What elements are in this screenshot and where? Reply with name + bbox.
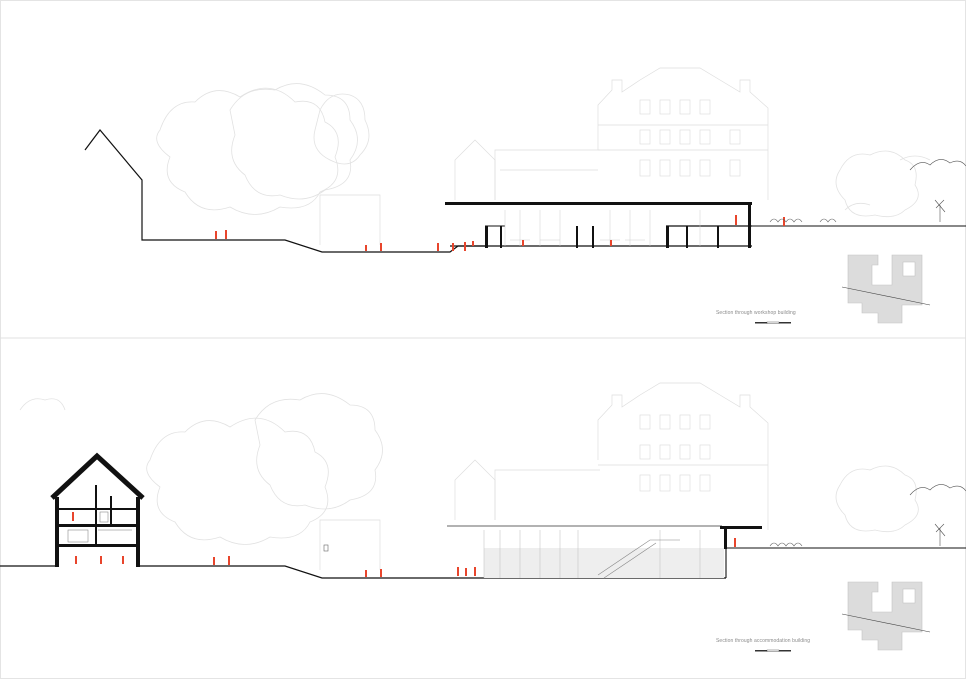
keyplan-icon [841, 254, 931, 324]
section-caption-workshop: Section through workshop building [716, 310, 796, 316]
pavilion-section [447, 525, 762, 579]
person-figure-icon [100, 556, 102, 564]
keyplan-icon [841, 581, 931, 651]
ground-profile [0, 547, 966, 579]
people-figures-top [215, 215, 785, 251]
workshop-building [445, 202, 752, 248]
person-figure-icon [464, 242, 466, 251]
background-trees [156, 83, 931, 218]
section-workshop [84, 67, 966, 324]
scalebar-icon [755, 649, 791, 652]
person-figure-icon [452, 243, 454, 251]
section-accommodation [0, 382, 966, 651]
person-figure-icon [380, 569, 382, 577]
workshop-roof [445, 202, 752, 205]
person-figure-icon [365, 570, 367, 577]
person-figure-icon [122, 556, 124, 564]
person-figure-icon [225, 230, 227, 239]
person-figure-icon [735, 215, 737, 225]
person-figure-icon [72, 512, 74, 521]
person-figure-icon [228, 556, 230, 565]
tree-icon [769, 484, 966, 547]
person-figure-icon [734, 538, 736, 547]
person-figure-icon [474, 567, 476, 576]
ground-profile [84, 129, 966, 253]
person-figure-icon [783, 217, 785, 226]
people-figures-bottom [72, 512, 736, 577]
person-figure-icon [215, 231, 217, 239]
person-figure-icon [522, 240, 524, 246]
person-figure-icon [610, 240, 612, 246]
person-figure-icon [380, 243, 382, 251]
person-figure-icon [213, 557, 215, 565]
person-figure-icon [365, 245, 367, 251]
person-figure-icon [75, 556, 77, 564]
person-figure-icon [472, 241, 474, 246]
person-figure-icon [457, 567, 459, 576]
background-manor [319, 382, 769, 570]
section-caption-accommodation: Section through accommodation building [716, 638, 811, 644]
background-manor [319, 67, 769, 245]
person-figure-icon [437, 243, 439, 251]
person-figure-icon [465, 568, 467, 576]
door-icon [323, 544, 329, 552]
scalebar-icon [755, 321, 791, 324]
accommodation-house [50, 452, 145, 567]
background-trees [19, 393, 919, 545]
tree-icon [769, 159, 966, 223]
